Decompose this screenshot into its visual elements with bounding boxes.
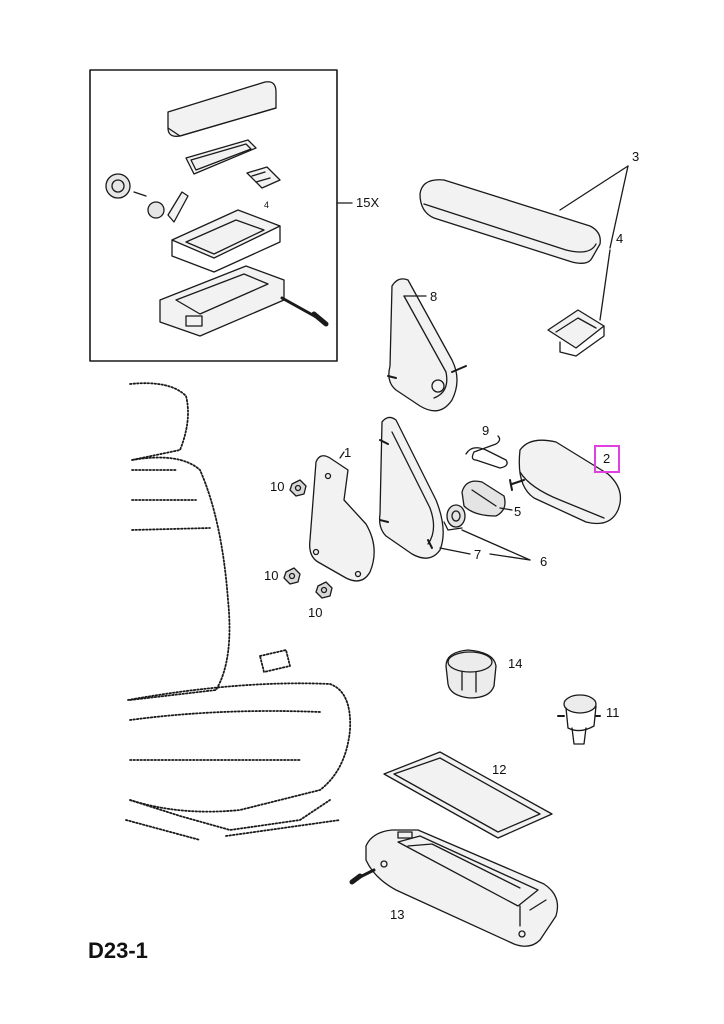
inset-pin xyxy=(280,296,329,327)
part-5-cover xyxy=(461,480,506,517)
label-7: 7 xyxy=(474,547,482,562)
leader-6 xyxy=(461,529,531,561)
part-8-bracket xyxy=(387,278,467,412)
label-10b: 10 xyxy=(264,568,279,583)
label-6: 6 xyxy=(540,554,548,569)
diagram-code: D23-1 xyxy=(88,938,148,963)
label-10c: 10 xyxy=(308,605,323,620)
part-13-console-base xyxy=(349,829,559,947)
part-10-nut-a xyxy=(289,479,307,497)
label-5: 5 xyxy=(514,504,522,519)
label-4: 4 xyxy=(616,231,624,246)
inset-armrest-lid xyxy=(167,81,277,137)
leader-7b xyxy=(489,553,531,561)
label-9: 9 xyxy=(482,423,490,438)
part-14-cup xyxy=(445,649,497,699)
leader-4 xyxy=(599,249,611,321)
seat-outline xyxy=(125,382,352,841)
inset-frame xyxy=(89,69,338,362)
part-6-bushing xyxy=(443,504,466,531)
label-12: 12 xyxy=(492,762,507,777)
label-1: 1 xyxy=(344,445,352,460)
inset-armrest-top xyxy=(171,209,281,273)
label-14: 14 xyxy=(508,656,523,671)
leader-3b xyxy=(609,165,629,249)
part-10-nut-b xyxy=(283,567,301,585)
label-2[interactable]: 2 xyxy=(603,451,611,466)
leader-1 xyxy=(339,451,345,459)
inset-label: 15X xyxy=(356,195,380,210)
part-12-tray-mat xyxy=(383,751,553,839)
part-11-plug xyxy=(557,694,601,745)
part-9-spring-clip xyxy=(465,435,508,469)
leader-7 xyxy=(439,547,471,555)
part-3-armrest-lid xyxy=(419,179,601,264)
label-10a: 10 xyxy=(270,479,285,494)
inset-armrest-base xyxy=(159,265,285,337)
part-10-nut-c xyxy=(315,581,333,599)
inset-mat xyxy=(185,139,257,175)
inset-hinge xyxy=(105,173,189,223)
leader-3a xyxy=(559,165,629,211)
inset-sublabel: 4 xyxy=(264,200,270,210)
part-2-armrest-pad[interactable] xyxy=(509,439,622,525)
highlight-box xyxy=(594,445,620,473)
leader-5 xyxy=(499,507,513,511)
part-1-trim-panel xyxy=(309,455,375,582)
label-8: 8 xyxy=(430,289,438,304)
label-13: 13 xyxy=(390,907,405,922)
inset-latch xyxy=(246,166,281,189)
label-3: 3 xyxy=(632,149,640,164)
part-4-latch xyxy=(547,309,605,357)
label-11: 11 xyxy=(606,705,620,720)
part-7-side-panel xyxy=(378,416,444,559)
